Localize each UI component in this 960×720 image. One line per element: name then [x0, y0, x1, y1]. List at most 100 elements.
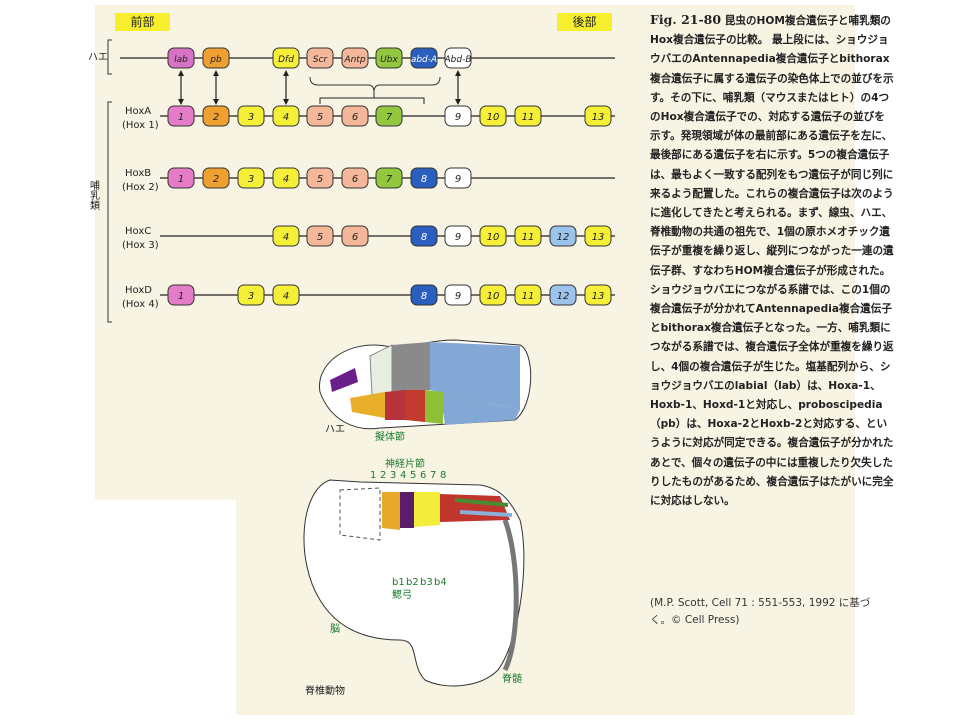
hox-gene-label: 5 — [317, 174, 323, 185]
hox-gene-box — [444, 284, 472, 306]
hox-gene-label: 10 — [487, 112, 500, 123]
hox-gene-box — [444, 167, 472, 189]
figure-number: Fig. 21-80 — [650, 12, 722, 27]
hox-gene-label: 6 — [352, 232, 358, 243]
hox-row-name: HoxD — [125, 285, 152, 296]
fly-gene-label: Dfd — [278, 55, 294, 65]
mammal-bracket — [107, 101, 112, 323]
correspondence-arrows — [178, 70, 461, 105]
hox-gene-box — [341, 167, 369, 189]
rhombomere-label: 神経片節 — [385, 457, 425, 470]
hox-gene-box — [410, 167, 438, 189]
hox-gene-label: 5 — [317, 112, 323, 123]
hox-gene-label: 2 — [213, 112, 219, 123]
hox-row-name: HoxC — [125, 226, 151, 237]
hox-gene-label: 8 — [421, 291, 427, 302]
fly-gene-label: pb — [209, 55, 222, 65]
hox-gene-label: 3 — [248, 112, 254, 123]
gill-arch-label: 鰓弓 — [392, 589, 412, 601]
hox-gene-label: 11 — [522, 112, 535, 123]
fly-gene-label: lab — [174, 55, 188, 65]
hox-gene-box — [444, 225, 472, 247]
hox-gene-label: 3 — [248, 174, 254, 185]
fly-gene-label: Scr — [313, 55, 329, 65]
branchial-label: b4 — [434, 577, 447, 588]
hox-gene-box — [167, 284, 195, 306]
fly-embryo-drawing: ハエ 擬体節 — [319, 339, 532, 443]
hox-row-alt: (Hox 2) — [122, 182, 159, 193]
branchial-label: b3 — [420, 577, 433, 588]
hox-gene-label: 9 — [455, 112, 461, 123]
hox-gene-label: 10 — [487, 291, 500, 302]
hox-gene-label: 13 — [592, 232, 605, 243]
rhombomere-number: 4 — [400, 470, 406, 481]
hox-gene-box — [549, 225, 577, 247]
hox-row-alt: (Hox 1) — [122, 120, 159, 131]
hox-gene-box — [584, 225, 612, 247]
hox-gene-box — [410, 284, 438, 306]
hox-gene-label: 1 — [178, 112, 184, 123]
hox-gene-label: 3 — [248, 291, 254, 302]
branchial-label: b2 — [406, 577, 419, 588]
hox-gene-label: 7 — [386, 112, 393, 123]
hox-row-alt: (Hox 4) — [122, 299, 159, 310]
hox-gene-label: 8 — [421, 174, 427, 185]
hox-gene-box — [479, 105, 507, 127]
rhombomere-number: 6 — [420, 470, 426, 481]
fly-gene-box — [410, 47, 438, 69]
hox-gene-box — [306, 225, 334, 247]
hox-gene-box — [167, 167, 195, 189]
caption-body: 最上段には、ショウジョウバエのAntennapedia複合遺伝子とbithora… — [650, 34, 894, 508]
rhombomere-number: 3 — [390, 470, 396, 481]
hox-gene-box — [479, 225, 507, 247]
hox-gene-label: 8 — [421, 232, 427, 243]
fly-label: ハエ — [88, 52, 108, 63]
blank-region — [36, 500, 236, 715]
hox-gene-label: 11 — [522, 291, 535, 302]
hox-gene-box — [167, 105, 195, 127]
hox-gene-label: 6 — [352, 112, 358, 123]
hox-gene-box — [237, 284, 265, 306]
hox-gene-label: 4 — [283, 291, 289, 302]
fly-gene-label: Antp — [343, 55, 365, 65]
fly-bracket — [107, 39, 112, 75]
rhombomere-number: 7 — [430, 470, 436, 481]
hox-gene-box — [410, 225, 438, 247]
anterior-label: 前部 — [115, 13, 170, 31]
fly-gene-box — [306, 47, 334, 69]
branchial-label: b1 — [392, 577, 405, 588]
hox-gene-label: 13 — [592, 291, 605, 302]
hox-gene-box — [272, 105, 300, 127]
hox-gene-label: 4 — [283, 174, 289, 185]
hox-gene-label: 5 — [317, 232, 323, 243]
hox-gene-box — [479, 284, 507, 306]
hox-gene-box — [202, 167, 230, 189]
brace-connector — [319, 92, 425, 104]
rhombomere-number: 1 — [370, 470, 376, 481]
hox-gene-box — [514, 284, 542, 306]
citation: (M.P. Scott, Cell 71 : 551-553, 1992 に基づ… — [650, 597, 871, 626]
fly-gene-box — [272, 47, 300, 69]
hox-row-name: HoxB — [125, 168, 151, 179]
hox-gene-box — [584, 284, 612, 306]
rhombomere-number: 8 — [440, 470, 446, 481]
hox-gene-box — [237, 105, 265, 127]
hox-gene-label: 10 — [487, 232, 500, 243]
spinal-cord-label: 脊髄 — [502, 672, 522, 685]
vertebrate-label: 脊椎動物 — [305, 684, 345, 697]
hox-gene-box — [584, 105, 612, 127]
hox-gene-box — [375, 105, 403, 127]
fly-gene-label: Ubx — [380, 55, 398, 65]
brain-label: 脳 — [330, 623, 340, 635]
hox-row-name: HoxA — [125, 106, 151, 117]
rhombomere-number: 2 — [380, 470, 386, 481]
fly-gene-box — [202, 47, 230, 69]
